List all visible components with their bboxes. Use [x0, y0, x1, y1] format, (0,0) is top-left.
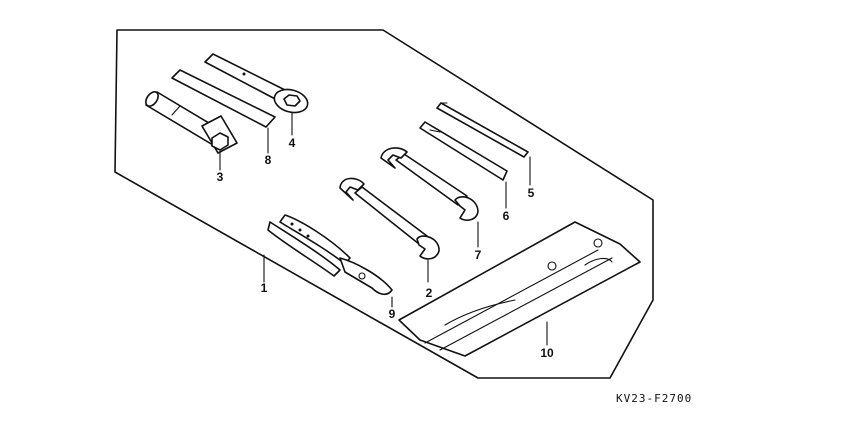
- part-label-6: 6: [503, 209, 510, 223]
- part-label-1: 1: [261, 281, 268, 295]
- tool-bag: [398, 221, 641, 357]
- part-label-5: 5: [528, 186, 535, 200]
- part-label-4: 4: [289, 136, 296, 150]
- screwdriver-tool: [436, 102, 529, 158]
- kit-outline: [114, 29, 654, 379]
- part-label-9: 9: [389, 307, 396, 321]
- part-label-10: 10: [540, 346, 554, 360]
- leader-lines: [219, 112, 548, 346]
- open-end-spanner-lower: [339, 177, 440, 260]
- part-label-2: 2: [426, 286, 433, 300]
- part-label-7: 7: [475, 248, 482, 262]
- part-labels: 1 2 3 4 5 6 7 8 9 10: [217, 136, 554, 360]
- screwdriver-handle-tool: [419, 121, 508, 181]
- ring-spanner-tool: [204, 53, 309, 114]
- extension-bar-tool: [171, 69, 276, 128]
- figure-code: KV23-F2700: [616, 392, 692, 405]
- pliers-tool: [267, 214, 393, 296]
- box-wrench-tool: [145, 91, 238, 154]
- part-label-3: 3: [217, 170, 224, 184]
- open-end-spanner-upper: [380, 147, 479, 221]
- part-label-8: 8: [265, 153, 272, 167]
